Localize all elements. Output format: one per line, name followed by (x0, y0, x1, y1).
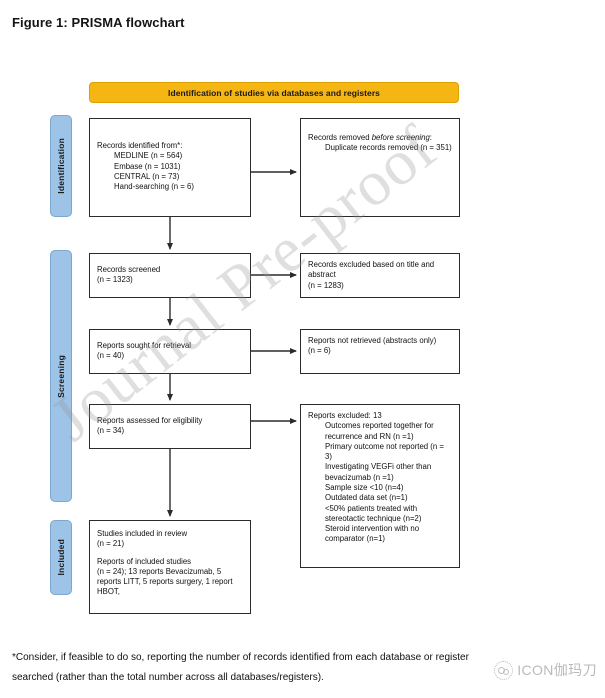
records-removed-title: Records removed before screening: (308, 133, 452, 143)
records-removed-title-post: : (429, 133, 432, 142)
reports-not-retrieved-line1: Reports not retrieved (abstracts only) (308, 336, 437, 345)
reports-assessed-line2: (n = 34) (97, 426, 125, 436)
box-reports-not-retrieved: Reports not retrieved (abstracts only) (… (300, 329, 460, 374)
reports-not-retrieved-line2: (n = 6) (308, 346, 331, 356)
records-identified-item-medline: MEDLINE (n = 564) (114, 151, 183, 161)
studies-included-line2: (n = 21) (97, 539, 125, 549)
records-identified-title: Records identified from*: (97, 141, 183, 150)
phase-header-label: Identification of studies via databases … (168, 87, 380, 98)
stage-label-identification-text: Identification (56, 138, 66, 194)
box-studies-included: Studies included in review (n = 21) Repo… (89, 520, 251, 614)
box-records-screened: Records screened (n = 1323) (89, 253, 251, 298)
studies-included-line3: Reports of included studies (97, 556, 192, 566)
stage-label-screening-text: Screening (56, 354, 66, 398)
figure-caption: Figure 1: PRISMA flowchart (12, 15, 185, 30)
stage-label-screening: Screening (50, 250, 72, 502)
records-screened-line1: Records screened (97, 265, 161, 274)
records-identified-item-embase: Embase (n = 1031) (114, 161, 181, 171)
icon-gamma-knife-logo-watermark: ICON伽玛刀 (494, 660, 597, 680)
studies-included-line4: (n = 24); 13 reports Bevacizumab, 5 repo… (97, 566, 233, 597)
reports-sought-line2: (n = 40) (97, 351, 125, 361)
stage-label-included: Included (50, 520, 72, 595)
records-removed-item-duplicates: Duplicate records removed (n = 351) (325, 143, 452, 153)
reports-excluded-reason-5: Outdated data set (n=1) (325, 493, 408, 503)
reports-excluded-reason-6: <50% patients treated with stereotactic … (325, 503, 422, 523)
box-reports-assessed: Reports assessed for eligibility (n = 34… (89, 404, 251, 449)
reports-excluded-title: Reports excluded: 13 (308, 411, 382, 420)
reports-assessed-line1: Reports assessed for eligibility (97, 416, 203, 425)
reports-sought-line1: Reports sought for retrieval (97, 341, 192, 350)
studies-included-spacer (97, 550, 243, 557)
records-removed-title-pre: Records removed (308, 133, 372, 142)
reports-excluded-reason-7: Steroid intervention with no comparator … (325, 524, 420, 544)
records-screened-line2: (n = 1323) (97, 275, 133, 285)
phase-header-identification: Identification of studies via databases … (89, 82, 459, 103)
reports-excluded-reason-3: Investigating VEGFi other than bevacizum… (325, 462, 432, 482)
records-excluded-line2: (n = 1283) (308, 280, 344, 290)
footnote-line-2: searched (rather than the total number a… (12, 671, 324, 683)
records-identified-item-central: CENTRAL (n = 73) (114, 171, 180, 181)
logo-text: ICON伽玛刀 (517, 662, 597, 678)
studies-included-line1: Studies included in review (97, 529, 188, 538)
records-excluded-line1: Records excluded based on title and abst… (308, 260, 435, 280)
stage-label-included-text: Included (56, 539, 66, 576)
box-records-removed: Records removed before screening: Duplic… (300, 118, 460, 217)
prisma-flow-diagram: Identification of studies via databases … (50, 82, 460, 614)
stage-label-identification: Identification (50, 115, 72, 217)
box-reports-excluded: Reports excluded: 13 Outcomes reported t… (300, 404, 460, 568)
records-removed-title-emphasis: before screening (371, 133, 430, 142)
box-reports-sought: Reports sought for retrieval (n = 40) (89, 329, 251, 374)
reports-excluded-reason-4: Sample size <10 (n=4) (325, 482, 404, 492)
box-records-identified: Records identified from*: MEDLINE (n = 5… (89, 118, 251, 217)
reports-excluded-reason-1: Outcomes reported together for recurrenc… (325, 421, 434, 441)
box-records-excluded-title-abstract: Records excluded based on title and abst… (300, 253, 460, 298)
footnote: *Consider, if feasible to do so, reporti… (12, 648, 572, 687)
reports-excluded-reason-2: Primary outcome not reported (n = 3) (325, 441, 444, 462)
logo-mark-icon (494, 660, 514, 680)
footnote-line-1: *Consider, if feasible to do so, reporti… (12, 652, 469, 663)
records-identified-item-handsearching: Hand-searching (n = 6) (114, 182, 194, 192)
